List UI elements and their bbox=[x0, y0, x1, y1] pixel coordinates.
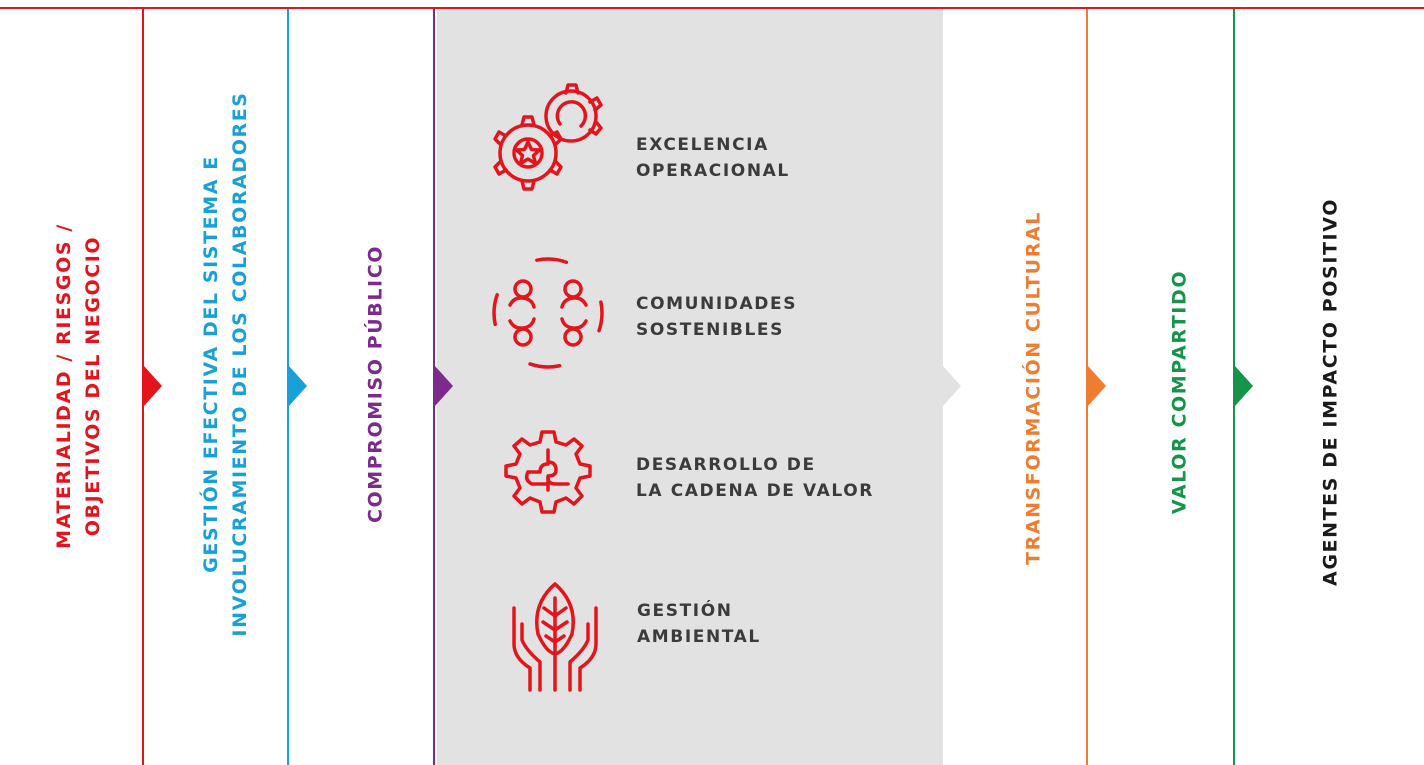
pillar-label: EXCELENCIA OPERACIONAL bbox=[636, 132, 790, 184]
arrow-orange bbox=[1088, 366, 1106, 406]
pillar-label-line: LA CADENA DE VALOR bbox=[636, 481, 874, 501]
hands-leaf-icon bbox=[512, 582, 598, 692]
pillar-label-line: OPERACIONAL bbox=[636, 161, 790, 181]
arrow-green bbox=[1235, 366, 1253, 406]
separator-orange bbox=[1086, 9, 1088, 765]
pillar-label-line: GESTIÓN bbox=[637, 601, 733, 621]
pillar-label-line: DESARROLLO DE bbox=[636, 455, 816, 475]
arrow-red bbox=[144, 366, 162, 406]
arrow-purple bbox=[435, 366, 453, 406]
puzzle-gear-icon bbox=[504, 430, 592, 514]
community-circle-icon bbox=[492, 257, 604, 369]
stage-label-line: COMPROMISO PÚBLICO bbox=[364, 244, 387, 524]
pillar-label: GESTIÓN AMBIENTAL bbox=[637, 598, 761, 650]
pillar-label-line: COMUNIDADES bbox=[636, 294, 798, 314]
separator-blue bbox=[287, 9, 289, 765]
gears-star-icon bbox=[493, 83, 603, 191]
pillar-label-line: AMBIENTAL bbox=[637, 627, 761, 647]
pillar-label: COMUNIDADES SOSTENIBLES bbox=[636, 291, 797, 343]
stage-label-line: INVOLUCRAMIENTO DE LOS COLABORADORES bbox=[229, 91, 251, 637]
stage-label-gestion-efectiva: GESTIÓN EFECTIVA DEL SISTEMA E INVOLUCRA… bbox=[197, 91, 255, 636]
pillar-label-line: SOSTENIBLES bbox=[636, 320, 784, 340]
stage-label-line: MATERIALIDAD / RIESGOS / bbox=[53, 223, 75, 549]
stage-label-line: OBJETIVOS DEL NEGOCIO bbox=[82, 235, 104, 537]
stage-label-line: VALOR COMPARTIDO bbox=[1168, 269, 1191, 515]
stage-label-transformacion-cultural: TRANSFORMACIÓN CULTURAL bbox=[1020, 211, 1049, 565]
stage-label-valor-compartido: VALOR COMPARTIDO bbox=[1166, 270, 1195, 514]
separator-purple bbox=[433, 9, 435, 765]
separator-red bbox=[142, 9, 144, 765]
stage-label-line: GESTIÓN EFECTIVA DEL SISTEMA E bbox=[200, 155, 222, 573]
stage-label-materialidad: MATERIALIDAD / RIESGOS / OBJETIVOS DEL N… bbox=[50, 223, 108, 549]
pillar-label: DESARROLLO DE LA CADENA DE VALOR bbox=[636, 452, 874, 504]
stage-label-line: TRANSFORMACIÓN CULTURAL bbox=[1022, 211, 1045, 565]
arrow-blue bbox=[289, 366, 307, 406]
arrow-gray bbox=[943, 366, 961, 406]
pillar-label-line: EXCELENCIA bbox=[636, 135, 769, 155]
separator-green bbox=[1233, 9, 1235, 765]
stage-label-agentes-impacto: AGENTES DE IMPACTO POSITIVO bbox=[1317, 198, 1346, 586]
top-divider bbox=[0, 7, 1424, 9]
stage-label-compromiso-publico: COMPROMISO PÚBLICO bbox=[362, 245, 391, 523]
stage-label-line: AGENTES DE IMPACTO POSITIVO bbox=[1319, 198, 1342, 586]
